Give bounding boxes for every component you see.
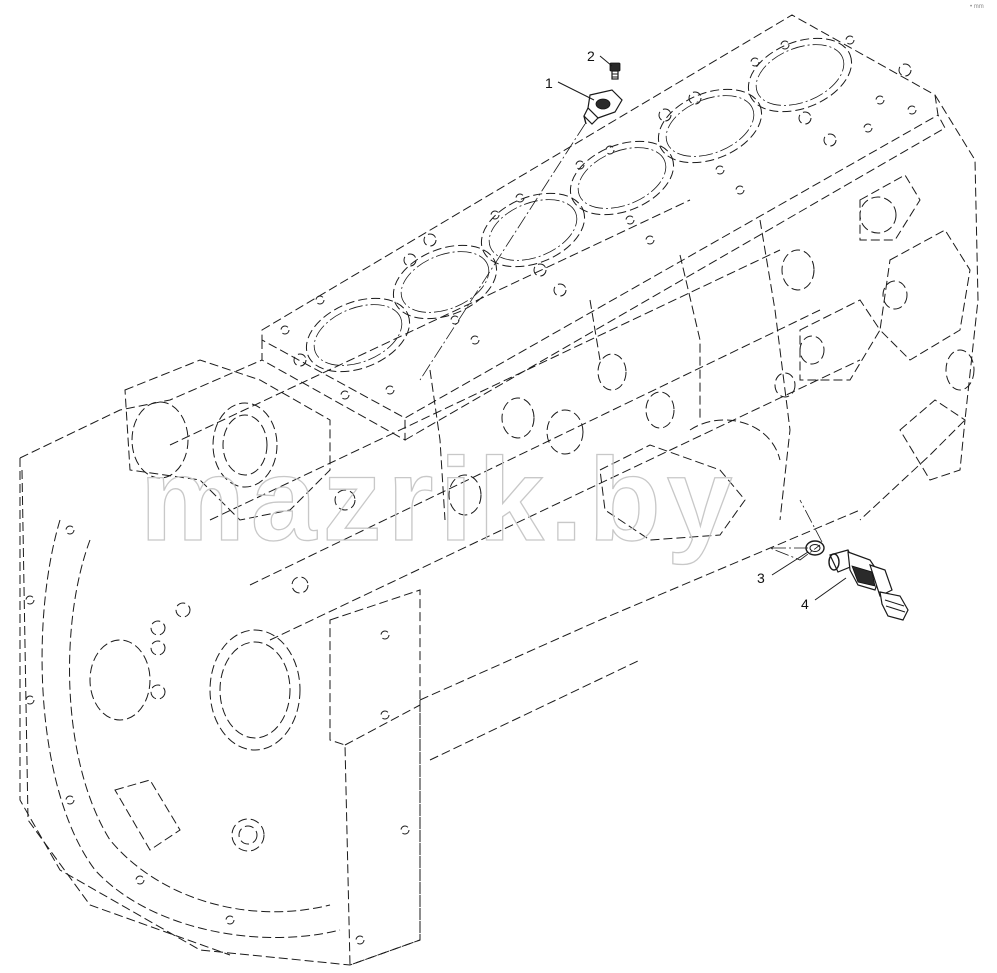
gasket-hole <box>515 193 525 203</box>
gasket-hole <box>658 108 672 122</box>
gasket-hole <box>403 253 417 267</box>
pressure-sensor-part <box>828 549 909 621</box>
gasket-hole <box>625 215 635 225</box>
gasket-hole <box>688 91 702 105</box>
sealing-ring-part <box>805 540 825 556</box>
block-side-details <box>291 174 975 594</box>
gasket-hole <box>605 145 615 155</box>
gasket-hole <box>823 133 837 147</box>
callout-1: 1 <box>545 75 553 91</box>
gasket-hole <box>898 63 912 77</box>
gasket-hole <box>575 160 585 170</box>
gasket-hole <box>780 40 790 50</box>
gasket-hole <box>715 165 725 175</box>
gasket-hole <box>450 315 460 325</box>
watermark: mazrik.by <box>140 434 738 566</box>
sensor-bracket-part <box>583 89 623 125</box>
bolt-part <box>609 62 621 80</box>
gasket-hole <box>553 283 567 297</box>
gasket-hole <box>863 123 873 133</box>
gasket-hole <box>340 390 350 400</box>
gasket-hole <box>845 35 855 45</box>
gasket-holes <box>280 35 917 400</box>
corner-mark: • mm <box>970 4 984 10</box>
gasket-hole <box>470 335 480 345</box>
callout-3: 3 <box>757 570 765 586</box>
gasket-hole <box>423 233 437 247</box>
gasket-hole <box>750 57 760 67</box>
gasket-hole <box>533 263 547 277</box>
gasket-hole <box>645 235 655 245</box>
bell-housing <box>25 359 410 945</box>
callout-2: 2 <box>587 48 595 64</box>
gasket-hole <box>280 325 290 335</box>
gasket-hole <box>315 295 325 305</box>
gasket-hole <box>293 353 307 367</box>
gasket-hole <box>735 185 745 195</box>
gasket-hole <box>490 210 500 220</box>
gasket-hole <box>875 95 885 105</box>
callout-4: 4 <box>801 596 809 612</box>
engine-block-outline <box>19 14 979 966</box>
gasket-hole <box>385 385 395 395</box>
callout-leaders <box>419 55 847 601</box>
gasket-hole <box>798 111 812 125</box>
gasket-hole <box>907 105 917 115</box>
cylinder-bores <box>305 37 853 373</box>
